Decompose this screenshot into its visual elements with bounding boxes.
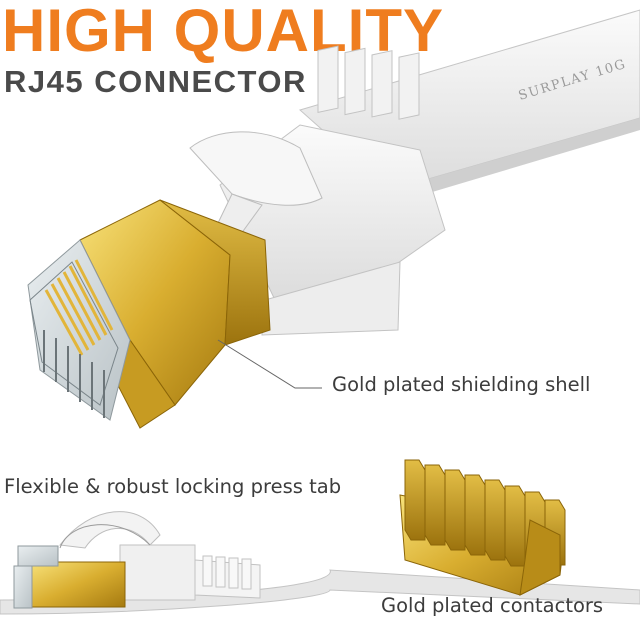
callout-shielding-shell: Gold plated shielding shell [332,373,591,396]
headline-subtitle: RJ45 CONNECTOR [4,64,307,99]
callout-locking-tab: Flexible & robust locking press tab [4,475,342,498]
callout-contactors: Gold plated contactors [381,594,604,617]
headline-title: HIGH QUALITY [2,0,444,64]
callout-line-shell [217,339,322,389]
plug-body [27,239,131,421]
gold-contactors [399,459,566,596]
